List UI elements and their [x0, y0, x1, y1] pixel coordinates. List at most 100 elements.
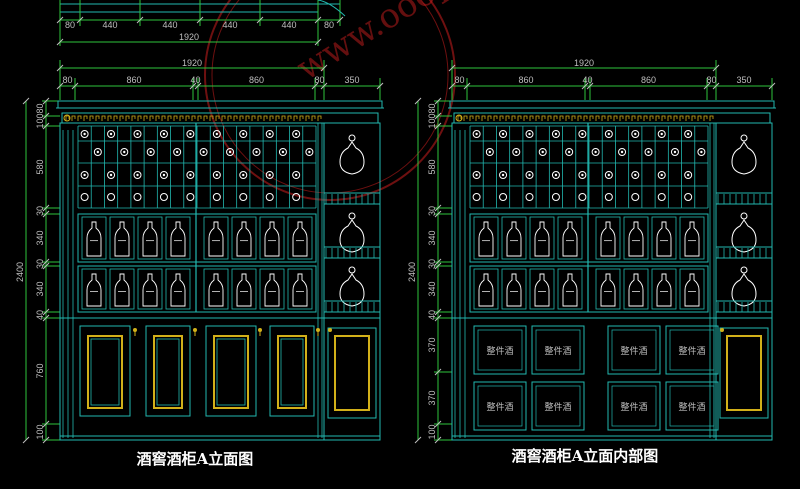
- fret-pattern: [631, 115, 636, 121]
- bottle-end: [305, 148, 314, 156]
- elevation-front-caption: 酒窖酒柜A立面图: [137, 450, 254, 468]
- dim-height-label: 340: [427, 230, 437, 245]
- bottle-niche: [259, 268, 285, 310]
- fret-pattern: [565, 115, 570, 121]
- dim-tick: [314, 38, 322, 46]
- bottle-outline: [684, 273, 700, 307]
- elevation-inner-caption: 酒窖酒柜A立面内部图: [512, 447, 659, 465]
- bottle-end: [107, 171, 116, 179]
- dim-tick: [76, 16, 84, 24]
- dim-segment-label: 80: [314, 75, 324, 85]
- dim-tick: [42, 308, 50, 316]
- bottle-outline: [264, 221, 280, 257]
- dim-tick: [448, 82, 456, 90]
- fret-pattern: [239, 115, 244, 121]
- dim-height-label: 340: [35, 230, 45, 245]
- bottle-end: [512, 148, 521, 156]
- door-handle: [316, 328, 320, 332]
- fret-pattern: [281, 115, 286, 121]
- bottle-niche: [137, 268, 163, 310]
- dim-tick: [434, 112, 442, 120]
- bottle-cork: [475, 132, 478, 136]
- bottle-niche: [557, 216, 583, 260]
- dim-tick: [586, 82, 594, 90]
- bottle-outline: [628, 221, 644, 257]
- bottle-cork: [202, 150, 205, 154]
- bottle-cork: [541, 150, 544, 154]
- fret-pattern: [173, 115, 178, 121]
- fret-pattern: [703, 115, 708, 121]
- bottle-outline: [628, 273, 644, 307]
- fret-pattern: [691, 115, 696, 121]
- bottle-end: [146, 148, 155, 156]
- bottle-end: [252, 148, 261, 156]
- dim-tick: [463, 82, 471, 90]
- bottle-outline: [208, 221, 224, 257]
- case-box: [665, 325, 719, 375]
- dim-tick: [256, 16, 264, 24]
- cognac-bottle: [339, 273, 365, 307]
- bottle-outline: [236, 221, 252, 257]
- bottle-cork: [109, 173, 113, 177]
- fret-pattern: [523, 115, 528, 121]
- bottle-end: [278, 148, 287, 156]
- watermark-ring: [204, 0, 456, 201]
- bottle-niche: [109, 268, 135, 310]
- fret-pattern: [655, 115, 660, 121]
- dim-segment-label: 40: [582, 75, 592, 85]
- bottle-cork: [294, 132, 298, 136]
- bottle-cork: [501, 132, 505, 136]
- bottle-outline: [600, 273, 616, 307]
- fret-pattern: [161, 115, 166, 121]
- fret-pattern: [535, 115, 540, 121]
- fret-pattern: [107, 115, 112, 121]
- dim-overall-label: 1920: [574, 58, 594, 68]
- bottle-end: [525, 130, 534, 138]
- bottle-end: [199, 148, 208, 156]
- bottle-end: [578, 130, 587, 138]
- case-box-label: 整件酒: [544, 345, 571, 356]
- bottle-end: [472, 193, 481, 201]
- dim-height-label: 40: [427, 310, 437, 320]
- bottle-cork: [660, 132, 663, 136]
- bottle-outline: [562, 221, 578, 257]
- bottle-end: [604, 171, 613, 179]
- bottle-outline: [292, 221, 308, 257]
- dim-tick: [42, 97, 50, 105]
- door-panel-inlay: [277, 335, 307, 409]
- bottle-niche: [473, 268, 499, 310]
- fret-pattern: [215, 115, 220, 121]
- dim-tick: [56, 82, 64, 90]
- bottle-outline: [292, 273, 308, 307]
- fret-pattern: [619, 115, 624, 121]
- fret-pattern: [77, 115, 82, 121]
- bottle-end: [578, 171, 587, 179]
- case-box-inner: [535, 385, 581, 427]
- bottle-cork: [294, 173, 298, 177]
- dim-tick: [434, 258, 442, 266]
- dim-tick: [56, 16, 64, 24]
- side-door: [719, 327, 769, 419]
- fret-pattern: [547, 115, 552, 121]
- dim-segment-label: 350: [344, 75, 359, 85]
- side-cabinet: [715, 122, 773, 441]
- dim-tick: [311, 82, 319, 90]
- bottle-cork: [647, 150, 650, 154]
- bottle-end: [107, 130, 116, 138]
- case-box-inner: [611, 329, 657, 371]
- dim-label: 440: [102, 20, 117, 30]
- fret-pattern: [275, 115, 280, 121]
- bottle-niche: [81, 268, 107, 310]
- bottle-outline: [600, 221, 616, 257]
- side-door-handle: [720, 328, 724, 332]
- bottle-stopper: [348, 134, 356, 142]
- bottle-end: [212, 193, 221, 201]
- bottle-end: [107, 193, 116, 201]
- dim-segment-label: 350: [736, 75, 751, 85]
- dim-tick: [434, 308, 442, 316]
- fret-pattern: [65, 115, 70, 121]
- fret-pattern: [209, 115, 214, 121]
- bottle-end: [265, 130, 274, 138]
